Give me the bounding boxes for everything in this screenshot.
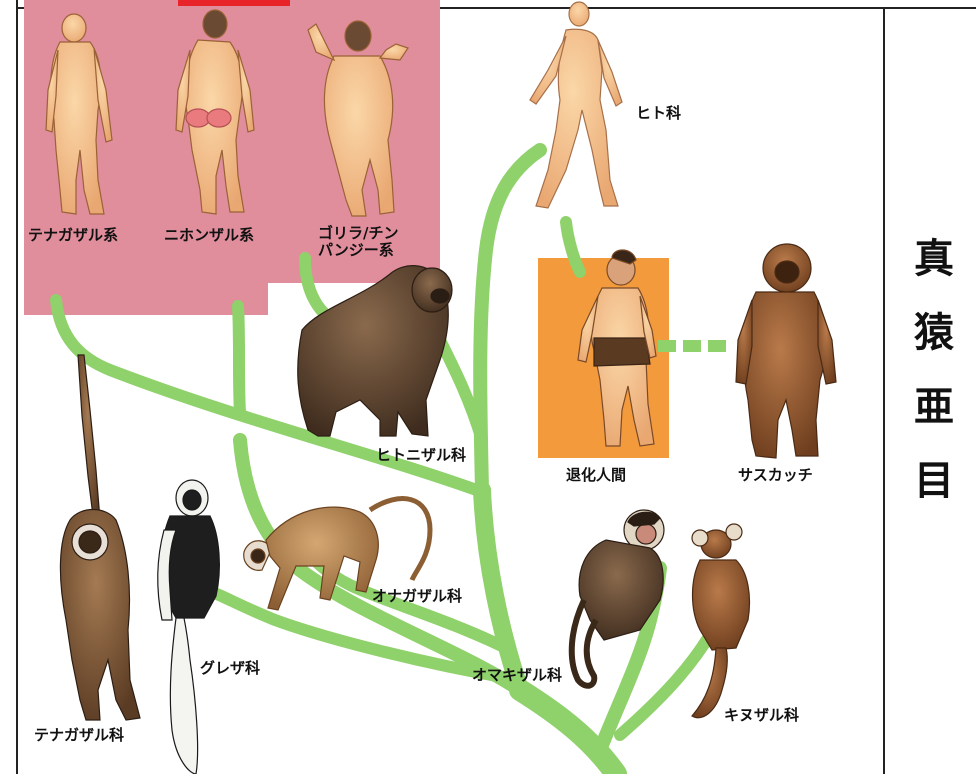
label-gibbon-line: テナガザル系 bbox=[28, 227, 118, 244]
label-macaque-line: ニホンザル系 bbox=[164, 227, 254, 244]
caveman-sasquatch-dashed-link bbox=[658, 340, 726, 352]
hominoid-stem-branch bbox=[480, 150, 540, 490]
sasquatch-figure bbox=[736, 244, 836, 458]
label-cebidae: オマキザル科 bbox=[472, 667, 562, 684]
side-title-char: 目 bbox=[906, 444, 962, 518]
gorilla-figure bbox=[298, 266, 452, 436]
marmoset-figure bbox=[692, 524, 750, 718]
trunk-upper-branch bbox=[482, 490, 520, 690]
red-tab bbox=[178, 0, 290, 6]
label-pongidae: ヒトニザル科 bbox=[376, 447, 466, 464]
label-gorilla-chimp-line: ゴリラ/チン パンジー系 bbox=[318, 225, 398, 260]
label-regressed-human: 退化人間 bbox=[566, 467, 626, 484]
colobus-monkey-figure bbox=[158, 480, 220, 774]
hanging-gibbon-figure bbox=[60, 355, 140, 720]
label-callitrichidae: キヌザル科 bbox=[724, 707, 799, 724]
label-gibbon-family: テナガザル科 bbox=[34, 727, 124, 744]
human-walking-figure bbox=[530, 2, 622, 208]
side-title-char: 亜 bbox=[906, 370, 962, 444]
capuchin-monkey-figure bbox=[572, 510, 664, 686]
side-title: 真 猿 亜 目 bbox=[906, 222, 962, 518]
side-title-char: 真 bbox=[906, 222, 962, 296]
macaque-line-branch bbox=[238, 306, 240, 412]
side-title-char: 猿 bbox=[906, 296, 962, 370]
label-sasquatch: サスカッチ bbox=[738, 467, 813, 484]
label-colobus: グレザ科 bbox=[200, 660, 260, 677]
label-hominidae: ヒト科 bbox=[636, 105, 681, 122]
label-atelidae: オナガザル科 bbox=[372, 588, 462, 605]
